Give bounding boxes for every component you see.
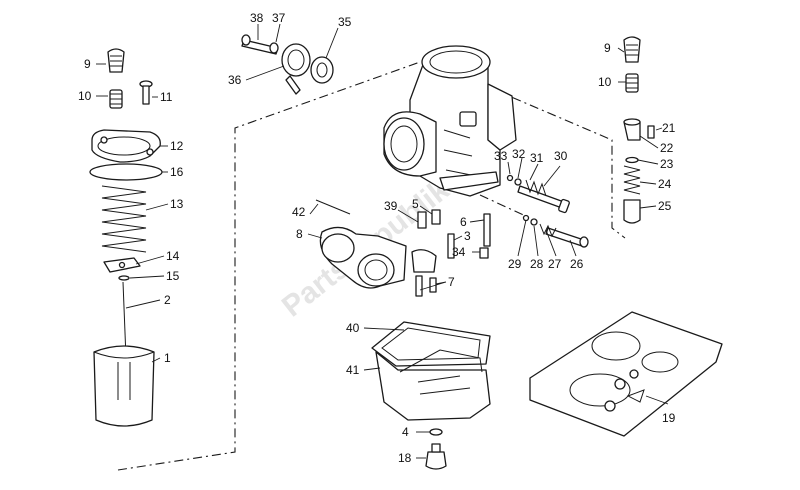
clip-23 — [625, 156, 639, 164]
gasket-40 — [371, 321, 491, 367]
label-1: 1 — [164, 351, 171, 365]
label-6: 6 — [460, 215, 467, 229]
jet-39 — [417, 211, 427, 229]
label-13: 13 — [170, 197, 184, 211]
jets-7 — [411, 249, 437, 297]
screw-11 — [139, 80, 153, 105]
cap-9-left — [107, 48, 125, 73]
label-2: 2 — [164, 293, 171, 307]
label-15: 15 — [166, 269, 180, 283]
label-39: 39 — [384, 199, 398, 213]
callout-labels: 9 10 11 12 16 13 14 15 2 1 38 37 35 36 9… — [78, 11, 676, 465]
label-30: 30 — [554, 149, 568, 163]
oring-33 — [506, 174, 514, 182]
label-40: 40 — [346, 321, 360, 335]
washer-4 — [429, 428, 443, 436]
label-23: 23 — [660, 157, 674, 171]
spring-13 — [101, 185, 147, 253]
float-bowl-41 — [375, 349, 491, 421]
screw-21 — [647, 125, 655, 139]
jet-3 — [447, 233, 455, 259]
label-5: 5 — [412, 197, 419, 211]
label-11: 11 — [160, 90, 173, 104]
label-10-left: 10 — [78, 89, 92, 103]
spring-31 — [525, 179, 547, 197]
label-41: 41 — [346, 363, 360, 377]
label-4: 4 — [402, 425, 409, 439]
label-38: 38 — [250, 11, 264, 25]
label-21: 21 — [662, 121, 676, 135]
air-filter-8 — [319, 226, 407, 289]
spring-24 — [623, 165, 641, 195]
label-9-left: 9 — [84, 57, 91, 71]
rod-42 — [315, 199, 351, 215]
drain-plug-18 — [425, 443, 447, 470]
label-27: 27 — [548, 257, 562, 271]
needle-jet-6 — [483, 213, 491, 247]
housing-22 — [623, 118, 641, 141]
needle-2 — [122, 281, 127, 359]
gasket-kit-19 — [529, 311, 723, 437]
label-33: 33 — [494, 149, 508, 163]
spring-27 — [539, 223, 557, 238]
label-28: 28 — [530, 257, 544, 271]
label-35: 35 — [338, 15, 352, 29]
label-42: 42 — [292, 205, 306, 219]
label-32: 32 — [512, 147, 526, 161]
carburetor-body — [383, 45, 517, 197]
gasket-16 — [89, 163, 163, 181]
label-10-right: 10 — [598, 75, 612, 89]
adjuster-10-right — [625, 73, 639, 93]
screw-26 — [545, 227, 589, 248]
cover-12 — [91, 129, 161, 163]
label-12: 12 — [170, 139, 184, 153]
label-14: 14 — [166, 249, 180, 263]
plunger-25 — [623, 199, 641, 224]
jet-34 — [479, 247, 489, 259]
label-29: 29 — [508, 257, 522, 271]
label-34: 34 — [452, 245, 466, 259]
screw-38 — [241, 34, 279, 55]
adjuster-10-left — [109, 89, 123, 109]
diaphragm-35 — [310, 56, 334, 84]
label-8: 8 — [296, 227, 303, 241]
label-18: 18 — [398, 451, 412, 465]
jet-5 — [431, 209, 441, 225]
label-19: 19 — [662, 411, 676, 425]
label-16: 16 — [170, 165, 184, 179]
clip-15 — [118, 275, 130, 281]
label-26: 26 — [570, 257, 584, 271]
label-37: 37 — [272, 11, 286, 25]
assembly-dash-lines — [117, 61, 626, 471]
valve-body-36 — [281, 43, 311, 95]
label-9-right: 9 — [604, 41, 611, 55]
slide-1 — [93, 345, 155, 427]
leader-lines — [96, 23, 669, 459]
label-31: 31 — [530, 151, 544, 165]
label-25: 25 — [658, 199, 672, 213]
label-24: 24 — [658, 177, 672, 191]
label-7: 7 — [448, 275, 455, 289]
label-22: 22 — [660, 141, 674, 155]
washer-37 — [269, 42, 279, 54]
label-3: 3 — [464, 229, 471, 243]
washer-28 — [530, 218, 538, 226]
oring-29 — [522, 214, 530, 222]
washer-32 — [514, 178, 522, 186]
label-36: 36 — [228, 73, 242, 87]
cap-9-right — [623, 36, 641, 63]
plate-14 — [103, 257, 141, 273]
